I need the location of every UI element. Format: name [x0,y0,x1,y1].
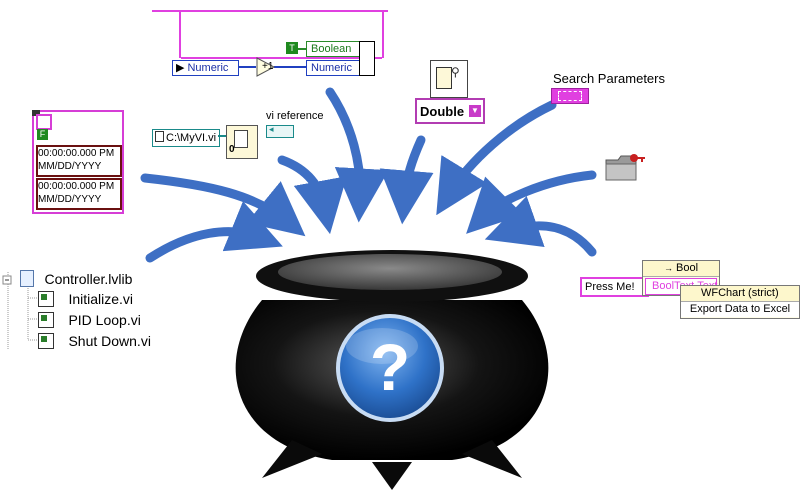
tree-item[interactable]: Initialize.vi [38,291,133,309]
vi-reference-arrow-icon: ◂ [269,124,274,134]
top-block-wires [152,10,388,77]
cauldron-leg-center [372,462,412,490]
timestamp-2[interactable]: 00:00:00.000 PM MM/DD/YYYY [36,178,122,210]
false-constant[interactable]: F [37,129,48,140]
arrow-from-tree [145,201,283,263]
bool-node-label: Bool [676,262,699,274]
chart-node-header: WFChart (strict) [681,286,799,302]
tree-root-label: Controller.lvlib [44,271,133,287]
key-ring-doc-icon [436,67,452,89]
tree-item-label: Initialize.vi [68,291,134,307]
question-circle [336,314,444,422]
cauldron-opening [278,254,502,290]
arrow-from-folder [466,170,597,234]
vi-file-icon [38,291,54,307]
ring-dropdown-arrow-icon: ▼ [469,105,481,117]
arrow-from-double [379,135,434,225]
tree-item-label: Shut Down.vi [68,333,151,349]
true-constant[interactable]: T [286,42,298,54]
path-constant[interactable]: C:\MyVI.vi [152,129,220,147]
chart-invoke-node[interactable]: WFChart (strict) Export Data to Excel [680,285,800,319]
cauldron-leg-right [462,440,522,478]
cluster-header-outline [36,114,52,130]
numeric-control[interactable]: ▶Numeric [172,60,239,76]
search-parameters-cluster[interactable] [551,88,589,104]
open-vi-reference-node[interactable]: 0 [226,125,258,159]
timestamp-cluster: F 00:00:00.000 PM MM/DD/YYYY 00:00:00.00… [32,110,124,214]
key-ring-node[interactable]: ⚲ [430,60,468,98]
timestamp-2-time: 00:00:00.000 PM [38,181,115,192]
arrow-from-search [436,100,557,216]
tree-item[interactable]: Shut Down.vi [38,333,151,351]
arrow-from-property [484,196,597,257]
tree-item[interactable]: PID Loop.vi [38,312,141,330]
timestamp-1-time: 00:00:00.000 PM [38,148,115,159]
timestamp-2-date: MM/DD/YYYY [38,194,102,205]
vi-file-icon [38,333,54,349]
open-vi-doc-icon [234,130,248,148]
path-value: C:\MyVI.vi [166,132,217,144]
numeric-control-label: Numeric [187,62,229,74]
search-parameters-icon [558,91,582,101]
folder-key-icon [605,154,645,181]
vi-reference-indicator[interactable]: ◂ [266,124,294,138]
cauldron-leg-left [262,440,322,478]
refnum-key-icon: → [663,263,673,273]
bool-node-header: → Bool [643,261,719,277]
library-icon [20,270,34,287]
numeric-indicator[interactable]: Numeric [306,60,366,76]
search-parameters-label: Search Parameters [553,71,665,86]
double-ring-control[interactable]: Double ▼ [415,98,485,124]
arrow-from-numeric [325,87,389,223]
press-me-constant[interactable]: Press Me! [580,277,649,297]
cluster-corner [32,110,40,116]
chart-method-item[interactable]: Export Data to Excel [681,302,799,317]
path-icon [155,131,164,142]
tree-root[interactable]: Controller.lvlib [20,270,132,288]
question-mark-icon: ? [369,330,411,404]
arrow-from-path [277,155,347,235]
project-tree-lines [2,272,38,350]
increment-label: +1 [262,61,274,72]
chart-ref-label: WFChart (strict) [701,287,779,299]
arrow-from-timestamp [140,173,306,237]
tree-item-label: PID Loop.vi [68,312,141,328]
key-ring-key-icon: ⚲ [451,65,460,79]
timestamp-1-date: MM/DD/YYYY [38,161,102,172]
vi-file-icon [38,312,54,328]
timestamp-1[interactable]: 00:00:00.000 PM MM/DD/YYYY [36,145,122,177]
open-vi-digit: 0 [229,144,235,155]
wire-bundle-terminal [359,41,375,76]
cauldron [235,250,549,490]
boolean-indicator[interactable]: Boolean [306,41,366,57]
double-ring-label: Double [420,104,465,119]
vi-reference-label: vi reference [266,110,324,122]
